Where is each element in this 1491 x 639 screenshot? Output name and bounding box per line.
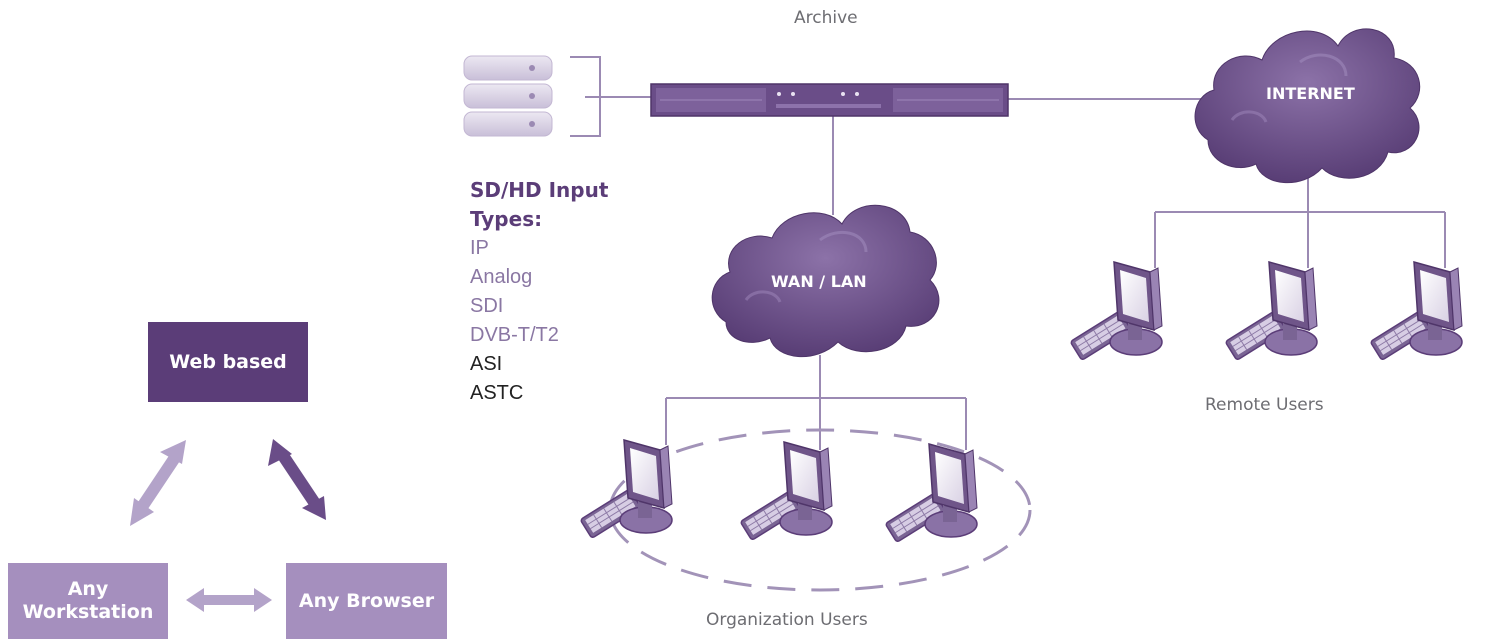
- wan-lan-label: WAN / LAN: [771, 272, 867, 291]
- input-type-item: ASTC: [470, 382, 524, 404]
- archive-label: Archive: [794, 8, 858, 28]
- input-types-title-line2: Types:: [470, 207, 543, 231]
- input-type-item: Analog: [470, 266, 533, 288]
- remote-user-computer-icon: [1069, 261, 1163, 362]
- any-workstation-box: Any Workstation: [8, 563, 168, 639]
- connection-lines: [570, 56, 1446, 450]
- any-workstation-label-line1: Any: [67, 578, 109, 601]
- arrow-web-to-browser-icon: [268, 439, 326, 520]
- internet-cloud-icon: [1194, 28, 1421, 183]
- arrow-workstation-to-browser-icon: [186, 588, 272, 612]
- input-type-item: DVB-T/T2: [470, 324, 559, 346]
- web-based-label: Web based: [169, 350, 287, 373]
- organization-user-computer-icon: [739, 441, 833, 542]
- any-browser-box: Any Browser: [286, 563, 447, 639]
- input-types-title-line1: SD/HD Input: [470, 178, 609, 202]
- any-browser-label: Any Browser: [298, 589, 435, 612]
- remote-user-computer-icon: [1224, 261, 1318, 362]
- storage-disks-icon: [463, 55, 553, 137]
- input-type-item: IP: [470, 237, 489, 259]
- input-types-list: SD/HD Input Types: IP Analog SDI DVB-T/T…: [470, 176, 608, 408]
- remote-users-label: Remote Users: [1205, 395, 1324, 415]
- input-type-item: ASI: [470, 353, 503, 375]
- any-workstation-label-line2: Workstation: [22, 601, 154, 623]
- organization-user-computer-icon: [579, 439, 673, 540]
- web-based-box: Web based: [148, 322, 308, 402]
- input-type-item: SDI: [470, 295, 504, 317]
- arrow-web-to-workstation-icon: [130, 440, 186, 526]
- wan-lan-cloud-icon: [711, 204, 940, 357]
- internet-label: INTERNET: [1266, 84, 1355, 103]
- organization-user-computer-icon: [884, 443, 978, 544]
- organization-boundary: [608, 428, 1032, 592]
- archive-server-icon: [650, 83, 1009, 117]
- organization-users-label: Organization Users: [706, 610, 868, 630]
- remote-user-computer-icon: [1369, 261, 1463, 362]
